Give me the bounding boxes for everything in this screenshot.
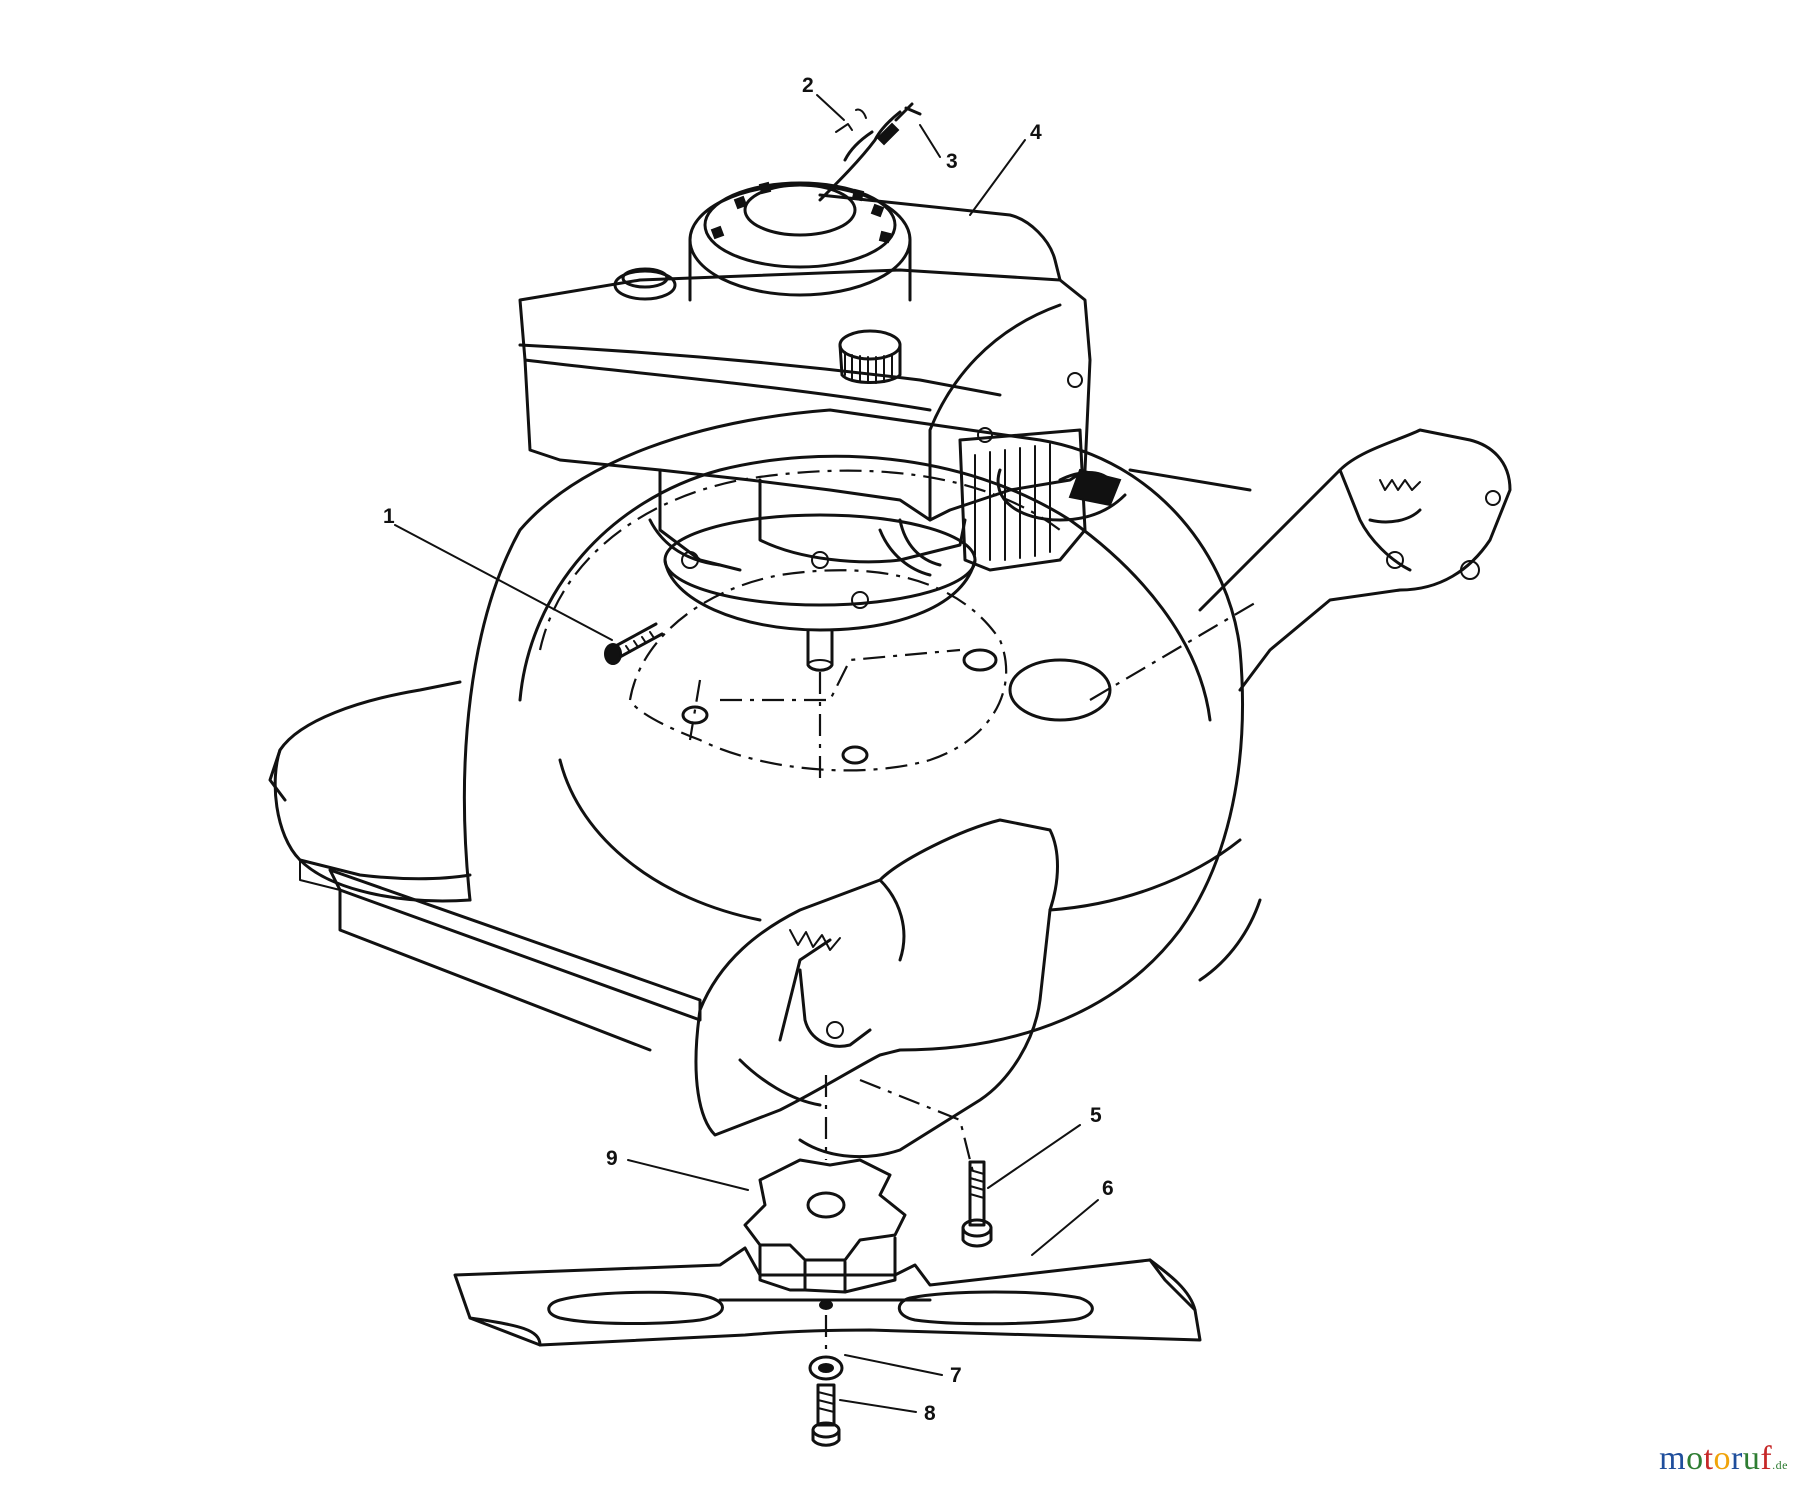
engine-mount-screw — [604, 622, 664, 665]
throttle-cable — [818, 102, 922, 202]
leader-lines — [394, 94, 1099, 1413]
callout-labels: 1 2 3 4 5 6 7 8 9 — [383, 74, 1114, 1425]
mower-deck — [268, 408, 1512, 1181]
callout-7: 7 — [950, 1364, 962, 1387]
callout-1: 1 — [383, 505, 395, 528]
callout-2: 2 — [802, 74, 814, 97]
engine — [518, 181, 1127, 780]
mower-blade — [453, 1246, 1202, 1355]
callout-5: 5 — [1090, 1104, 1102, 1127]
callout-3: 3 — [946, 150, 958, 173]
watermark-text: motoruf — [1659, 1440, 1773, 1477]
callout-9: 9 — [606, 1147, 618, 1170]
watermark-suffix: .de — [1772, 1458, 1788, 1472]
blade-lock-washer — [808, 1355, 844, 1381]
callout-4: 4 — [1030, 121, 1042, 144]
callout-8: 8 — [924, 1402, 936, 1425]
watermark-logo: motoruf.de — [1659, 1440, 1788, 1478]
callout-6: 6 — [1102, 1177, 1114, 1200]
blade-adapter — [743, 1158, 907, 1294]
blade-bolt — [811, 1383, 841, 1447]
adapter-bolt — [961, 1160, 993, 1248]
